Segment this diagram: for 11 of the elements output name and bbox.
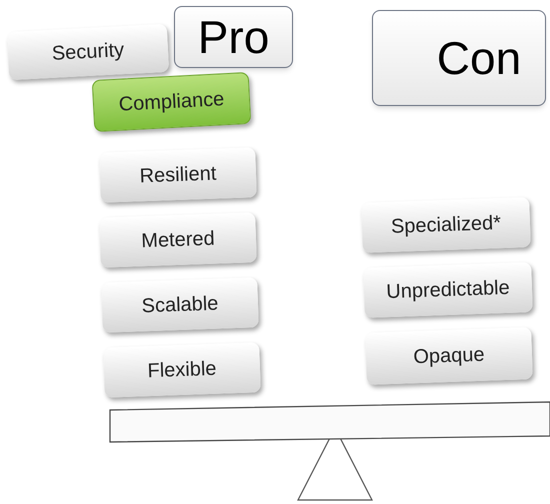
heading-box: Pro [174,6,293,68]
label-box: Unpredictable [363,262,533,318]
label-box: Metered [99,212,257,268]
label-box: Opaque [365,327,533,385]
label-box: Compliance [92,72,252,132]
label-box: Security [6,24,170,80]
label-box: Scalable [101,277,259,333]
heading-box: Con [372,10,546,106]
label-box: Specialized* [361,197,531,253]
label-box: Resilient [99,147,257,203]
label-box: Flexible [103,342,261,398]
